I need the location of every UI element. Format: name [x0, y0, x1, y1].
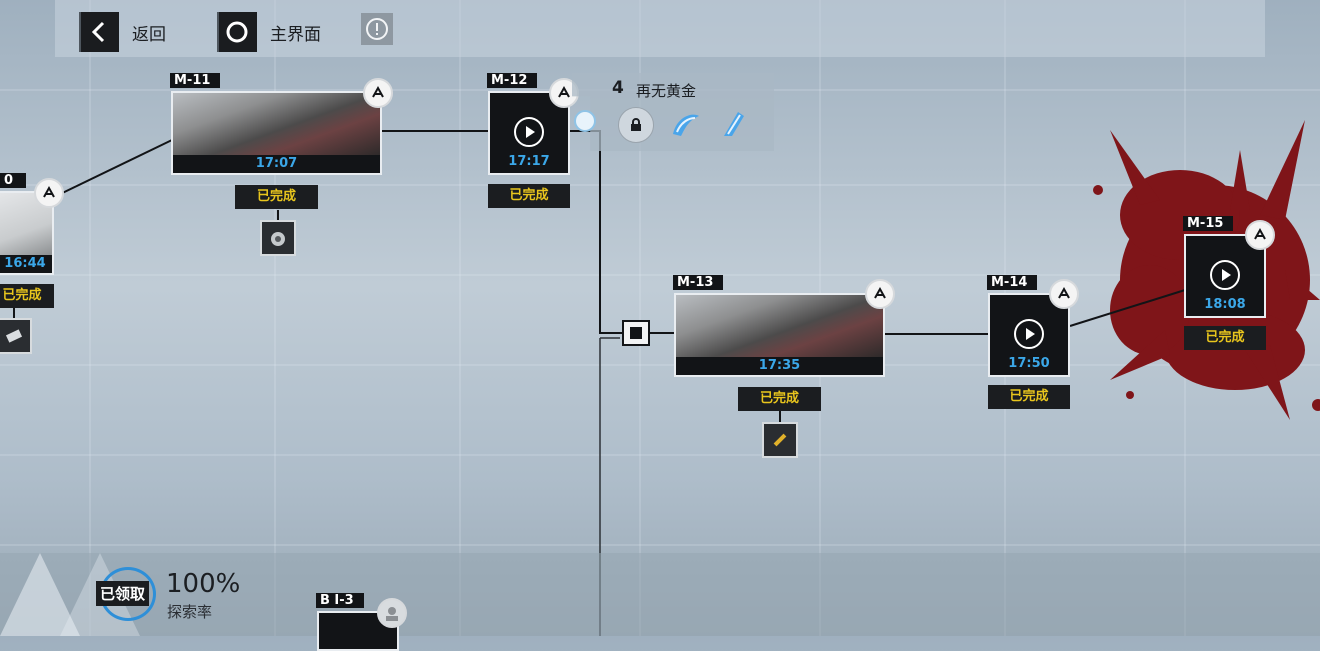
exploration-rate: 100%: [166, 569, 241, 599]
faction-badge-icon: [363, 78, 393, 108]
status-label: 已完成: [235, 185, 318, 209]
play-icon: [1210, 260, 1240, 290]
stage-code: 0: [0, 173, 26, 188]
stage-code: B I-3: [316, 593, 364, 608]
branch-title: 再无黄金: [636, 82, 697, 100]
info-button[interactable]: [361, 13, 393, 45]
stage-code: M-11: [170, 73, 220, 88]
stage-code: M-12: [487, 73, 537, 88]
home-label: 主界面: [270, 24, 321, 45]
info-icon: [366, 18, 388, 40]
stage-time: 17:50: [1008, 356, 1050, 371]
home-button[interactable]: 主界面: [217, 12, 321, 52]
status-label: 已完成: [738, 387, 821, 411]
stage-time: 17:07: [173, 155, 380, 173]
stage-time: 16:44: [0, 255, 52, 273]
faction-badge-icon: [1049, 279, 1079, 309]
stage-card[interactable]: 17:17: [488, 91, 570, 175]
status-label: 已完成: [988, 385, 1070, 409]
home-circle-icon: [217, 12, 257, 52]
branch-marker-icon: [574, 110, 596, 132]
junction-node: [622, 320, 650, 346]
effect-icon[interactable]: [716, 106, 752, 142]
stage-time: 17:35: [676, 357, 883, 375]
stage-time: 17:17: [508, 154, 550, 169]
back-arrow-icon: [79, 12, 119, 52]
faction-badge-icon: [865, 279, 895, 309]
lock-icon[interactable]: [618, 107, 654, 143]
faction-badge-icon: [34, 178, 64, 208]
stage-time: 18:08: [1204, 297, 1246, 312]
stage-code: M-13: [673, 275, 723, 290]
stage-card[interactable]: 17:35: [674, 293, 885, 377]
reward-item-icon[interactable]: [260, 220, 296, 256]
reward-item-icon[interactable]: [0, 318, 32, 354]
status-label: 已完成: [488, 184, 570, 208]
play-icon: [1014, 319, 1044, 349]
character-avatar-icon: [377, 598, 407, 628]
stage-code: M-14: [987, 275, 1037, 290]
claimed-button[interactable]: 已领取: [96, 581, 150, 606]
bottom-bar: [0, 553, 1320, 636]
stage-thumbnail: [676, 295, 883, 357]
branch-panel: [572, 73, 774, 151]
stage-thumbnail: [173, 93, 380, 155]
back-label: 返回: [132, 24, 166, 45]
back-button[interactable]: 返回: [79, 12, 166, 52]
reward-item-icon[interactable]: [762, 422, 798, 458]
status-label: 已完成: [0, 284, 54, 308]
branch-number: 4: [612, 78, 624, 98]
stage-code: M-15: [1183, 216, 1233, 231]
exploration-rate-label: 探索率: [167, 603, 213, 621]
effect-icon[interactable]: [667, 106, 703, 142]
faction-badge-icon: [1245, 220, 1275, 250]
status-label: 已完成: [1184, 326, 1266, 350]
play-icon: [514, 117, 544, 147]
stage-card[interactable]: 17:07: [171, 91, 382, 175]
